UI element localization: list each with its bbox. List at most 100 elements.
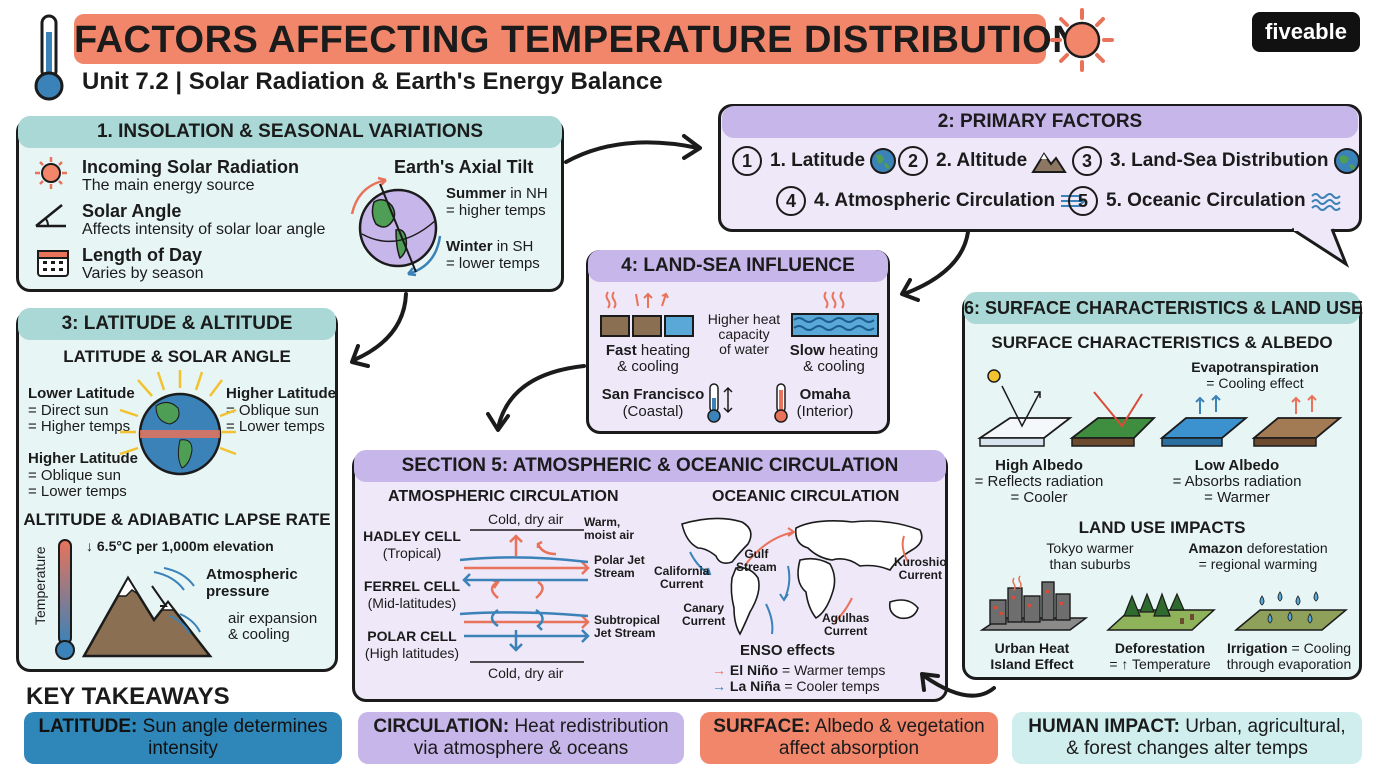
- factor-atmospheric: 4 4. Atmospheric Circulation: [776, 186, 1089, 216]
- pressure-title-2: pressure: [206, 583, 270, 600]
- factor-number: 4: [776, 186, 806, 216]
- thermometer-icon: [30, 12, 70, 102]
- circulation-panel: [352, 452, 948, 702]
- land-use-sub: LAND USE IMPACTS: [1078, 518, 1246, 537]
- latitude-sub: LATITUDE & SOLAR ANGLE: [63, 347, 291, 366]
- el-nino-row: → El Niño = Warmer temps: [712, 662, 886, 678]
- higher-lat-2-l2: = Lower temps: [28, 483, 127, 500]
- land-use-illustrations: [974, 566, 1354, 640]
- surface-sub: SURFACE CHARACTERISTICS & ALBEDO: [991, 333, 1333, 352]
- surface-title: 6: SURFACE CHARACTERISTICS & LAND USE: [964, 292, 1363, 324]
- expansion-text-2: & cooling: [228, 626, 290, 643]
- amazon-text: Amazon deforestation: [1188, 540, 1328, 556]
- thermometer-cool-icon: [706, 382, 736, 424]
- low-albedo-l2: = Warmer: [1204, 489, 1270, 506]
- ferrel-cell: FERREL CELL: [363, 578, 461, 594]
- page-title: FACTORS AFFECTING TEMPERATURE DISTRIBUTI…: [74, 14, 1080, 64]
- takeaway-surface: SURFACE: Albedo & vegetation affect abso…: [700, 712, 998, 764]
- mountain-icon: [1031, 152, 1067, 173]
- hadley-cell: HADLEY CELL: [363, 528, 461, 544]
- winter-desc: = lower temps: [446, 255, 540, 272]
- polar-cell: POLAR CELL: [367, 628, 457, 644]
- insolation-item-label: Length of Day: [82, 245, 202, 265]
- high-albedo-l2: = Cooler: [1010, 489, 1068, 506]
- insolation-title: 1. INSOLATION & SEASONAL VARIATIONS: [18, 116, 562, 148]
- slow-heating: Slow heating: [789, 342, 879, 359]
- ocean-title: OCEANIC CIRCULATION: [712, 488, 900, 505]
- expansion-text: air expansion: [228, 610, 318, 627]
- factor-land-sea: 3 3. Land-Sea Distribution: [1072, 146, 1361, 176]
- winter-text: Winter in SH: [446, 238, 534, 255]
- irrigation-text: Irrigation = Cooling: [1226, 640, 1352, 656]
- polar-sub: (High latitudes): [364, 645, 460, 661]
- factor-number: 2: [898, 146, 928, 176]
- deforestation-text-2: = ↑ Temperature: [1109, 656, 1211, 672]
- calendar-icon: [36, 246, 70, 278]
- factor-number: 5: [1068, 186, 1098, 216]
- cold-dry-top: Cold, dry air: [488, 511, 564, 527]
- takeaway-human-impact: HUMAN IMPACT: Urban, agricultural, & for…: [1012, 712, 1362, 764]
- waves-icon: [1310, 193, 1341, 211]
- high-albedo-l1: = Reflects radiation: [974, 473, 1104, 490]
- takeaways-title: KEY TAKEAWAYS: [26, 683, 230, 710]
- factor-oceanic: 5 5. Oceanic Circulation: [1068, 186, 1342, 216]
- san-francisco: San Francisco: [601, 386, 705, 403]
- earth-sun-rays-icon: [118, 370, 238, 490]
- low-albedo: Low Albedo: [1194, 457, 1280, 474]
- amazon-text-2: = regional warming: [1198, 556, 1318, 572]
- fast-heating: Fast heating: [605, 342, 691, 359]
- irrigation-text-2: through evaporation: [1226, 656, 1352, 672]
- insolation-item-desc: The main energy source: [82, 177, 255, 194]
- primary-title: 2: PRIMARY FACTORS: [722, 106, 1358, 138]
- summer-desc: = higher temps: [446, 202, 546, 219]
- circulation-cells-diagram: [458, 526, 598, 666]
- omaha-sub: (Interior): [796, 403, 854, 420]
- insolation-item-desc: Affects intensity of solar loar angle: [82, 221, 326, 238]
- deforestation-text: Deforestation: [1114, 640, 1206, 656]
- insolation-item-label: Incoming Solar Radiation: [82, 157, 300, 177]
- temperature-axis-label: Temperature: [32, 546, 48, 625]
- insolation-item-desc: Varies by season: [82, 265, 204, 282]
- sun-icon: [34, 156, 68, 190]
- slow-heating-2: & cooling: [803, 358, 865, 375]
- circulation-title: SECTION 5: ATMOSPHERIC & OCEANIC CIRCULA…: [354, 450, 946, 482]
- lower-lat-l1: = Direct sun: [28, 402, 109, 419]
- thermometer-warm-icon: [772, 382, 792, 424]
- fast-heating-2: & cooling: [617, 358, 679, 375]
- albedo-surfaces: [974, 364, 1350, 454]
- enso-title: ENSO effects: [740, 642, 836, 659]
- factor-latitude: 1 1. Latitude: [732, 146, 897, 176]
- speech-tail: [1290, 227, 1350, 268]
- san-francisco-sub: (Coastal): [622, 403, 684, 420]
- evapo-desc: = Cooling effect: [1206, 375, 1304, 391]
- temperature-gradient: [54, 538, 76, 662]
- higher-lat-l1: = Oblique sun: [226, 402, 319, 419]
- altitude-sub: ALTITUDE & ADIABATIC LAPSE RATE: [23, 510, 331, 529]
- insolation-item-label: Solar Angle: [82, 201, 182, 221]
- brand-logo: fiveable: [1252, 12, 1360, 52]
- la-nina-row: → La Niña = Cooler temps: [712, 678, 880, 694]
- takeaway-circulation: CIRCULATION: Heat redistribution via atm…: [358, 712, 684, 764]
- higher-lat-l2: = Lower temps: [226, 418, 325, 435]
- landsea-title: 4: LAND-SEA INFLUENCE: [588, 250, 888, 282]
- higher-lat-title: Higher Latitude: [226, 385, 337, 402]
- globe-icon: [870, 148, 897, 174]
- lower-lat-title: Lower Latitude: [28, 385, 135, 402]
- takeaway-latitude: LATITUDE: Sun angle determines intensity: [24, 712, 342, 764]
- page-subtitle: Unit 7.2 | Solar Radiation & Earth's Ene…: [82, 68, 663, 95]
- tilt-title: Earth's Axial Tilt: [394, 157, 534, 177]
- airflow-lines: [150, 566, 210, 646]
- factor-number: 1: [732, 146, 762, 176]
- angle-icon: [34, 202, 70, 230]
- latitude-title: 3: LATITUDE & ALTITUDE: [18, 308, 336, 340]
- water-block: [790, 290, 880, 338]
- hadley-sub: (Tropical): [382, 545, 442, 561]
